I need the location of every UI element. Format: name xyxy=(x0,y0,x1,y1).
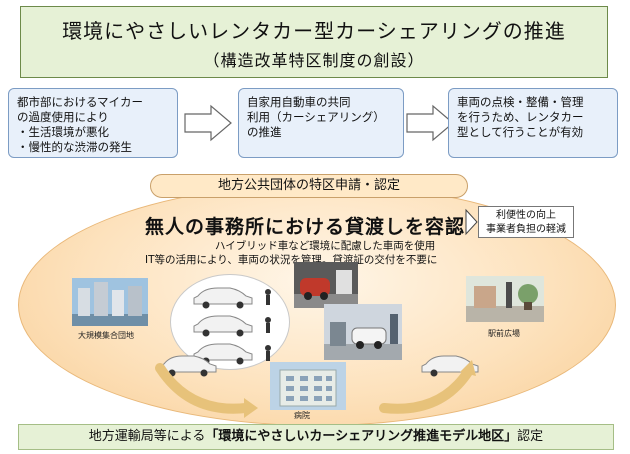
title-main: 環境にやさしいレンタカー型カーシェアリングの推進 xyxy=(62,19,566,43)
detail-line: IT等の活用により、車両の状況を管理。貸渡証の交付を不要に xyxy=(145,254,438,266)
flow-step-line: の過度使用により xyxy=(17,110,109,124)
flow-arrow-1 xyxy=(184,104,232,142)
flow-step-line: 都市部におけるマイカー xyxy=(17,95,144,109)
flow-arrow-2 xyxy=(406,104,454,142)
car-icon xyxy=(159,355,217,377)
place-label-left: 大規模集合団地 xyxy=(78,331,134,340)
certification-prefix: 地方運輸局等による xyxy=(88,429,206,444)
title-sub: （構造改革特区制度の創設） xyxy=(203,51,425,70)
person-icon xyxy=(265,345,271,361)
flow-step-line: の推進 xyxy=(247,125,282,139)
flow-step-line: を行うため、レンタカー xyxy=(457,110,584,124)
person-icon xyxy=(265,317,271,333)
station-photo xyxy=(324,304,402,360)
curved-arrow-left xyxy=(155,363,258,418)
station-plaza-photo xyxy=(466,276,544,322)
flow-step-line: 自家用自動車の共同 xyxy=(247,95,351,109)
application-bar: 地方公共団体の特区申請・認定 xyxy=(150,174,468,198)
bracket-arrow xyxy=(465,208,478,236)
car-pool-icons xyxy=(193,287,271,365)
flow-step-line: ・慢性的な渋滞の発生 xyxy=(17,140,132,154)
benefit-line: 事業者負担の軽減 xyxy=(486,224,566,235)
flow-step-solution: 自家用自動車の共同 利用（カーシェアリング） の推進 xyxy=(238,88,404,158)
parking-photo xyxy=(294,262,358,308)
certification-highlight: 「環境にやさしいカーシェアリング推進モデル地区」 xyxy=(205,429,518,444)
car-icon xyxy=(193,287,253,309)
flow-step-line: 車両の点検・整備・管理 xyxy=(457,95,584,109)
place-label-right: 駅前広場 xyxy=(488,329,520,338)
title-box: 環境にやさしいレンタカー型カーシェアリングの推進 （構造改革特区制度の創設） xyxy=(20,6,608,78)
flow-step-problem: 都市部におけるマイカー の過度使用により ・生活環境が悪化 ・慢性的な渋滞の発生 xyxy=(8,88,178,158)
hospital-photo xyxy=(270,362,346,410)
curved-arrow-right xyxy=(379,360,476,414)
flow-step-line: ・生活環境が悪化 xyxy=(17,125,109,139)
certification-suffix: 認定 xyxy=(517,429,544,444)
flow-step-line: 型として行うことが有効 xyxy=(457,125,584,139)
certification-bar: 地方運輸局等による「環境にやさしいカーシェアリング推進モデル地区」認定 xyxy=(18,424,614,450)
car-icon xyxy=(193,343,253,365)
benefit-box: 利便性の向上 事業者負担の軽減 xyxy=(478,206,574,238)
benefit-line: 利便性の向上 xyxy=(496,210,556,221)
car-icon xyxy=(193,315,253,337)
apartment-complex-photo xyxy=(72,278,148,326)
person-icon xyxy=(265,289,271,305)
flow-step-approach: 車両の点検・整備・管理 を行うため、レンタカー 型として行うことが有効 xyxy=(448,88,618,158)
detail-line: ハイブリッド車など環境に配慮した車両を使用 xyxy=(215,240,436,252)
place-label-bottom: 病院 xyxy=(294,411,310,420)
headline: 無人の事務所における貸渡しを容認 xyxy=(145,216,466,238)
flow-step-line: 利用（カーシェアリング） xyxy=(247,110,385,124)
